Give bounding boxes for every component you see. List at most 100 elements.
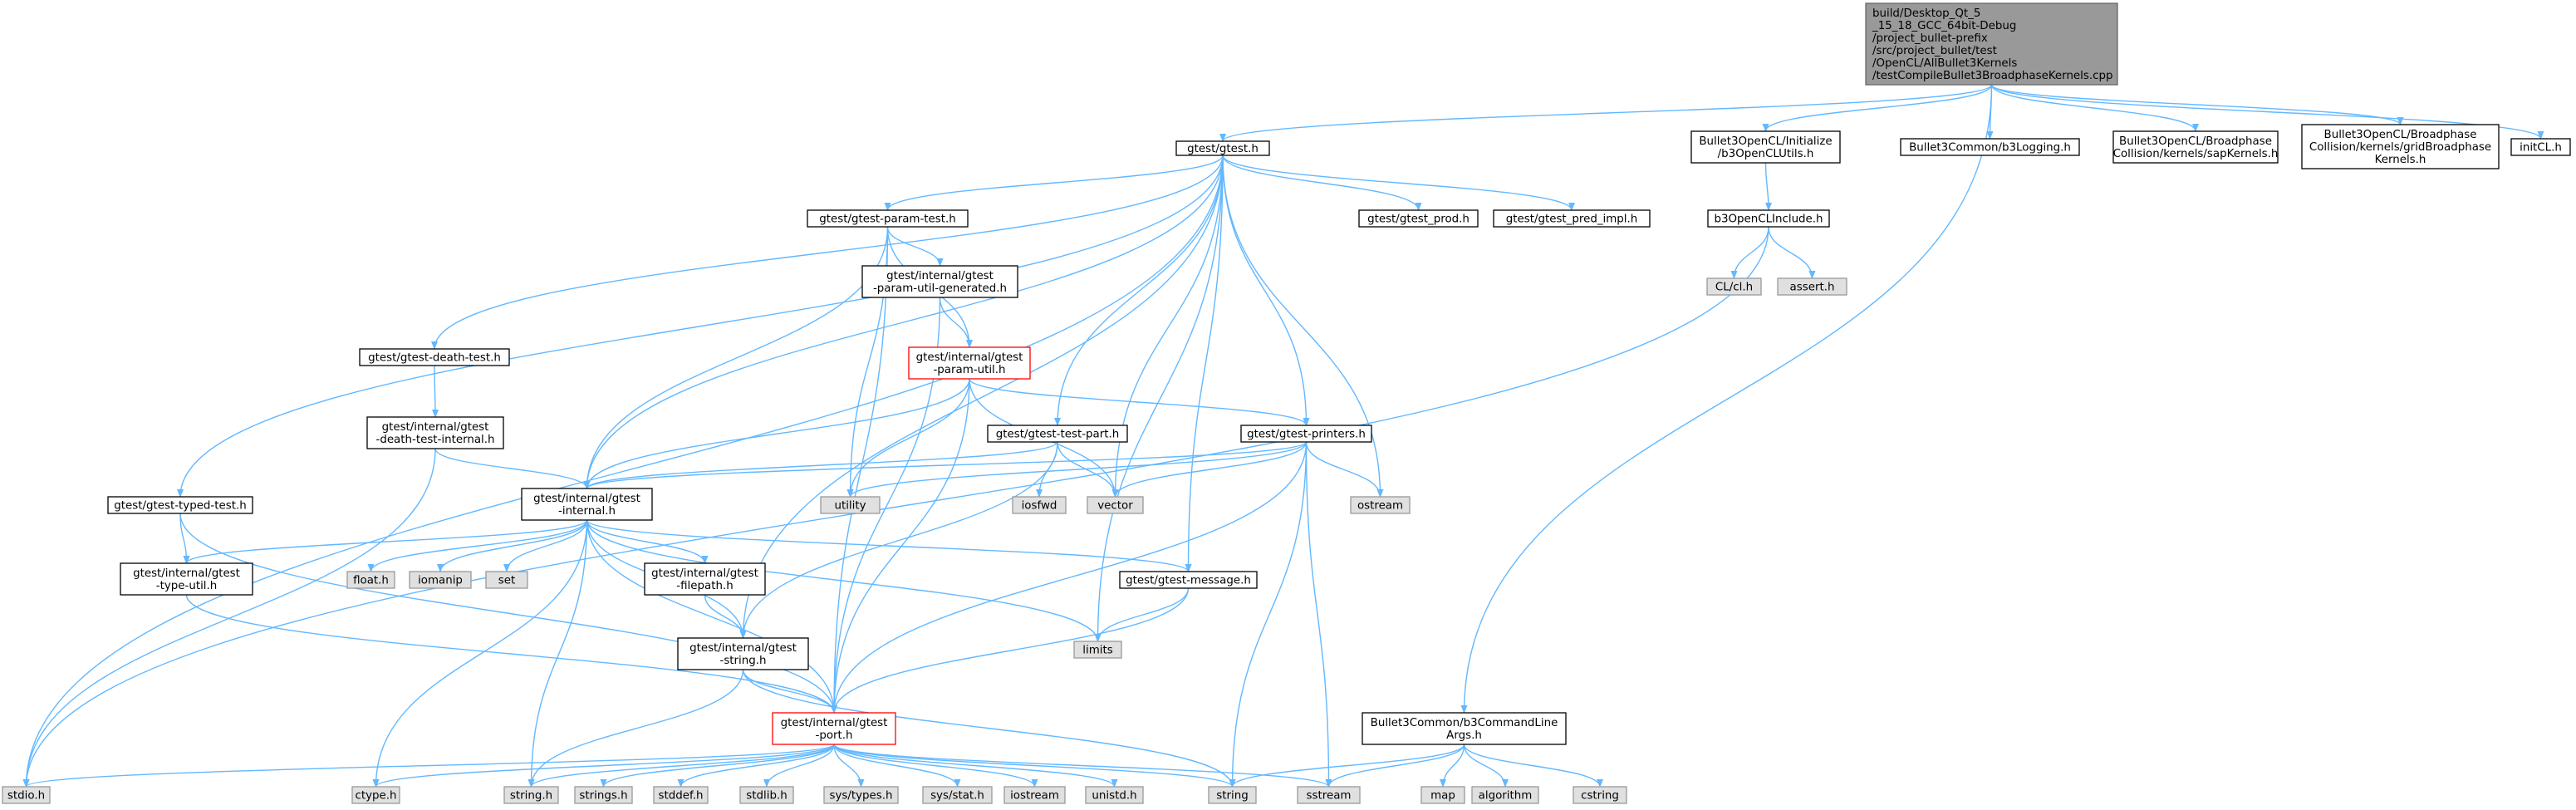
- edge-internal-to-iomanip: [437, 519, 588, 572]
- edge-port-to-iostream: [833, 744, 1038, 788]
- node-paramtest[interactable]: gtest/gtest-param-test.h: [807, 209, 969, 228]
- node-box-deathinternal: [366, 416, 504, 449]
- edge-printers-to-utility: [846, 441, 1308, 498]
- node-vector: vector: [1087, 496, 1144, 514]
- node-label-sapkernels: Bullet3OpenCL/Broadphase: [2119, 135, 2272, 148]
- edge-b3include-to-clcl: [1730, 226, 1769, 279]
- edge-root-to-b3utils: [1762, 84, 1993, 132]
- node-box-gtestprod: [1358, 209, 1479, 228]
- node-typedtest[interactable]: gtest/gtest-typed-test.h: [107, 496, 253, 514]
- node-label-testpart: gtest/gtest-test-part.h: [996, 429, 1120, 441]
- edge-cmdargs-to-algorithm: [1463, 744, 1509, 788]
- node-label-paramtest: gtest/gtest-param-test.h: [819, 214, 956, 226]
- node-box-deathtest: [359, 348, 510, 366]
- edge-gtest-to-message: [1185, 155, 1224, 572]
- edge-paramtest-to-internal: [583, 226, 889, 489]
- node-label-algorithm: algorithm: [1479, 790, 1533, 803]
- node-label-internal: -internal.h: [558, 505, 616, 518]
- node-sstream: sstream: [1297, 786, 1361, 804]
- node-label-ostream: ostream: [1357, 500, 1403, 513]
- node-box-typeutil: [120, 562, 253, 596]
- node-label-iosfwd: iosfwd: [1022, 500, 1057, 513]
- node-internal[interactable]: gtest/internal/gtest-internal.h: [521, 488, 653, 521]
- node-paramgen[interactable]: gtest/internal/gtest-param-util-generate…: [861, 265, 1018, 298]
- node-label-gstring: gtest/internal/gtest: [689, 642, 797, 655]
- node-label-cmdargs: Args.h: [1446, 729, 1482, 742]
- node-root[interactable]: build/Desktop_Qt_5_15_18_GCC_64bit-Debug…: [1865, 2, 2118, 86]
- node-box-asserth: [1777, 277, 1847, 296]
- node-box-sysstat: [922, 786, 993, 804]
- node-box-unistd: [1085, 786, 1144, 804]
- edge-printers-to-string: [1229, 441, 1308, 788]
- node-initcl[interactable]: initCL.h: [2510, 138, 2571, 156]
- node-label-root: /testCompileBullet3BroadphaseKernels.cpp: [1872, 70, 2112, 82]
- node-label-typedtest: gtest/gtest-typed-test.h: [114, 500, 246, 513]
- node-label-gtestprod: gtest/gtest_prod.h: [1367, 214, 1470, 226]
- node-label-stddef: stddef.h: [659, 790, 704, 803]
- edge-internal-to-port: [586, 519, 837, 714]
- node-box-initcl: [2510, 138, 2571, 156]
- node-testpart[interactable]: gtest/gtest-test-part.h: [987, 425, 1128, 443]
- edge-internal-to-limits: [586, 519, 1102, 642]
- edge-gtest-to-testpart: [1054, 155, 1224, 426]
- edge-printers-to-ostream: [1305, 441, 1384, 498]
- node-gtestprod[interactable]: gtest/gtest_prod.h: [1358, 209, 1479, 228]
- edge-message-to-port: [831, 587, 1190, 714]
- node-box-sapkernels: [2112, 130, 2279, 164]
- node-label-root: /project_bullet-prefix: [1872, 32, 1988, 45]
- node-sysstat: sys/stat.h: [922, 786, 993, 804]
- node-gridkernels[interactable]: Bullet3OpenCL/BroadphaseCollision/kernel…: [2301, 124, 2500, 169]
- node-box-ostream: [1350, 496, 1411, 514]
- edge-port-to-sysstat: [833, 744, 961, 788]
- edge-printers-to-sstream: [1305, 441, 1332, 788]
- node-label-vector: vector: [1097, 500, 1133, 513]
- node-label-limits: limits: [1082, 645, 1112, 657]
- node-gstring[interactable]: gtest/internal/gtest-string.h: [677, 637, 809, 670]
- node-typeutil[interactable]: gtest/internal/gtest-type-util.h: [120, 562, 253, 596]
- edge-filepath-to-gstring: [704, 594, 747, 639]
- node-stringh: string.h: [503, 786, 559, 804]
- edge-deathinternal-to-stdio: [22, 448, 436, 788]
- node-label-filepath: gtest/internal/gtest: [651, 567, 758, 580]
- node-port[interactable]: gtest/internal/gtest-port.h: [772, 712, 896, 745]
- edge-b3include-to-stdio: [22, 226, 1769, 788]
- edge-gtest-to-printers: [1222, 155, 1310, 426]
- node-sapkernels[interactable]: Bullet3OpenCL/BroadphaseCollision/kernel…: [2112, 130, 2279, 164]
- edge-port-to-stringh: [527, 744, 835, 788]
- node-b3include[interactable]: b3OpenCLInclude.h: [1707, 209, 1830, 228]
- node-deathtest[interactable]: gtest/gtest-death-test.h: [359, 348, 510, 366]
- node-box-set: [485, 571, 528, 589]
- edge-paramutil-to-printers: [969, 378, 1310, 426]
- node-filepath[interactable]: gtest/internal/gtest-filepath.h: [644, 562, 766, 596]
- node-b3logging[interactable]: Bullet3Common/b3Logging.h: [1900, 138, 2080, 156]
- node-paramutil[interactable]: gtest/internal/gtest-param-util.h: [908, 346, 1031, 380]
- edge-port-to-string: [833, 744, 1236, 788]
- node-b3utils[interactable]: Bullet3OpenCL/Initialize/b3OpenCLUtils.h: [1690, 130, 1841, 164]
- edge-internal-to-filepath: [586, 519, 709, 564]
- node-printers[interactable]: gtest/gtest-printers.h: [1240, 425, 1372, 443]
- node-label-message: gtest/gtest-message.h: [1126, 575, 1251, 587]
- node-box-message: [1119, 571, 1258, 589]
- node-box-string: [1208, 786, 1257, 804]
- node-label-stringh: string.h: [510, 790, 552, 803]
- node-string: string: [1208, 786, 1257, 804]
- node-label-deathtest: gtest/gtest-death-test.h: [368, 352, 501, 365]
- node-map: map: [1420, 786, 1465, 804]
- node-predimpl[interactable]: gtest/gtest_pred_impl.h: [1493, 209, 1651, 228]
- node-deathinternal[interactable]: gtest/internal/gtest-death-test-internal…: [366, 416, 504, 449]
- node-stringsh: strings.h: [574, 786, 633, 804]
- edge-testpart-to-iosfwd: [1036, 441, 1058, 498]
- edge-gtest-to-gtestprod: [1222, 155, 1422, 211]
- node-box-stdio: [2, 786, 51, 804]
- node-cstring: cstring: [1573, 786, 1627, 804]
- node-label-unistd: unistd.h: [1092, 790, 1136, 803]
- node-message[interactable]: gtest/gtest-message.h: [1119, 571, 1258, 589]
- node-label-iostream: iostream: [1010, 790, 1059, 803]
- edge-root-to-initcl: [1990, 84, 2544, 140]
- node-label-typeutil: -type-util.h: [156, 580, 218, 592]
- edge-paramgen-to-paramutil: [939, 297, 973, 348]
- node-box-root: [1865, 2, 2118, 86]
- node-algorithm: algorithm: [1471, 786, 1539, 804]
- node-gtest[interactable]: gtest/gtest.h: [1175, 140, 1270, 156]
